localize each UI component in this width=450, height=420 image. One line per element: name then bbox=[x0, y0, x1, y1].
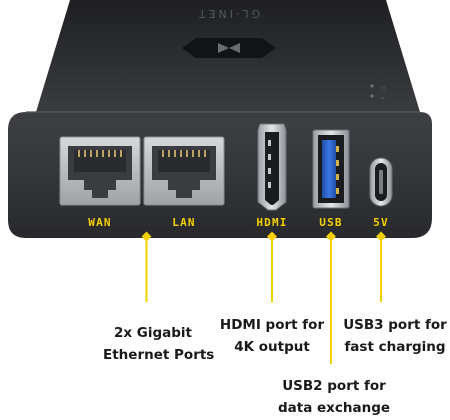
callout-usb3-line2: fast charging bbox=[344, 339, 446, 355]
callout-usb3-line1: USB3 port for bbox=[343, 317, 447, 333]
callout-usb2-line1: USB2 port for bbox=[282, 378, 386, 394]
hdmi-port bbox=[257, 123, 287, 211]
usb3-port bbox=[312, 129, 350, 209]
leader-ethernet bbox=[141, 231, 152, 302]
logo-icon bbox=[182, 38, 276, 58]
label-usb: USB bbox=[319, 216, 342, 229]
callout-usb2: USB2 port for data exchange bbox=[275, 375, 393, 419]
label-5v: 5V bbox=[373, 216, 389, 229]
svg-text:⌁: ⌁ bbox=[381, 95, 385, 102]
svg-text:○: ○ bbox=[381, 85, 386, 92]
label-hdmi: HDMI bbox=[256, 216, 287, 229]
wan-port bbox=[59, 136, 141, 206]
callout-hdmi: HDMI port for 4K output bbox=[216, 314, 328, 358]
callout-hdmi-line2: 4K output bbox=[234, 339, 310, 355]
usb-c-port bbox=[369, 157, 393, 207]
callout-hdmi-line1: HDMI port for bbox=[219, 317, 325, 333]
callout-ethernet: 2x Gigabit Ethernet Ports bbox=[103, 322, 215, 366]
callout-usb2-line2: data exchange bbox=[277, 400, 391, 416]
callout-usb3: USB3 port for fast charging bbox=[340, 314, 450, 358]
lan-port bbox=[143, 136, 225, 206]
leader-usb2 bbox=[326, 231, 336, 364]
callout-ethernet-line2: Ethernet Ports bbox=[103, 347, 215, 363]
top-engraving: GL·INET bbox=[196, 7, 260, 20]
label-wan: WAN bbox=[88, 216, 111, 229]
callout-leaders bbox=[141, 231, 386, 364]
leader-hdmi bbox=[267, 231, 277, 302]
status-leds: ○ ⌁ bbox=[370, 84, 386, 102]
leader-usb3 bbox=[376, 231, 386, 302]
label-lan: LAN bbox=[172, 216, 195, 229]
callout-ethernet-line1: 2x Gigabit bbox=[113, 325, 193, 341]
